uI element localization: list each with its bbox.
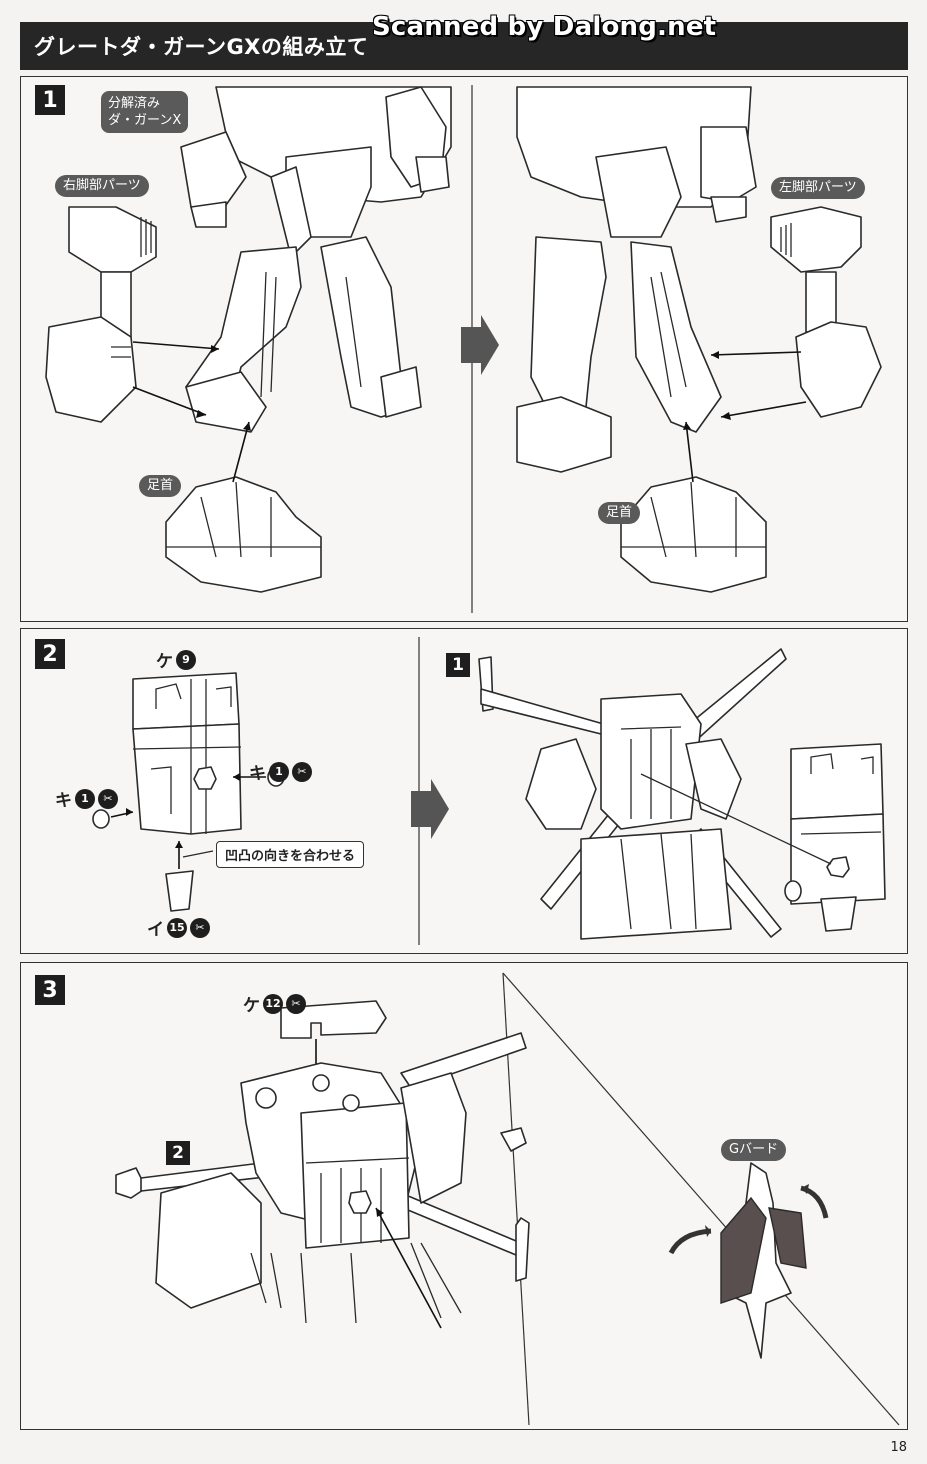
part-i15-number: 15	[167, 917, 187, 938]
part-ki1-left-number: 1	[75, 788, 95, 809]
part-ki1-right-number: 1	[269, 761, 289, 782]
page-number: 18	[890, 1440, 907, 1455]
right-robot-figure	[516, 86, 882, 593]
label-ankle-left: 足首	[139, 475, 182, 497]
part-ke9-number: 9	[176, 649, 196, 670]
step3-robot	[115, 1032, 530, 1329]
part-ke9-drawing	[92, 672, 285, 912]
step2-ref-step-badge: 1	[446, 653, 470, 677]
step3-illustration	[115, 972, 900, 1426]
step3-panel: 3	[20, 962, 908, 1430]
step2-number: 2	[35, 639, 65, 669]
page-title-bar: グレートダ・ガーンGXの組み立て	[20, 22, 908, 70]
left-robot-figure	[45, 86, 452, 593]
step1-panel: 1	[20, 76, 908, 622]
label-right-leg-parts: 右脚部パーツ	[55, 175, 149, 197]
part-ki1-left-kana: キ	[55, 791, 72, 811]
nipper-cut-icon: ✂	[286, 993, 306, 1014]
alignment-note: 凹凸の向きを合わせる	[216, 841, 365, 868]
part-ref-ki1-left: キ 1 ✂	[55, 786, 118, 811]
step1-illustration	[45, 85, 882, 613]
step3-ref-step-badge: 2	[166, 1141, 190, 1165]
label-ankle-right: 足首	[598, 502, 641, 524]
step2-panel: 2	[20, 628, 908, 954]
part-ref-ke12: ケ 12 ✂	[243, 991, 306, 1016]
label-gbird: Gバード	[721, 1139, 787, 1161]
part-ki1-right-kana: キ	[249, 764, 266, 784]
step2-illustration	[92, 637, 886, 945]
nipper-cut-icon: ✂	[190, 917, 210, 938]
label-left-leg-parts: 左脚部パーツ	[771, 177, 865, 199]
step3-number: 3	[35, 975, 65, 1005]
part-ke12-kana: ケ	[243, 996, 260, 1016]
part-ref-i15: イ 15 ✂	[147, 915, 210, 940]
gbird-figure	[668, 1162, 829, 1359]
nipper-cut-icon: ✂	[292, 761, 312, 782]
nipper-cut-icon: ✂	[98, 788, 118, 809]
part-ke12-number: 12	[263, 993, 283, 1014]
part-ref-ki1-right: キ 1 ✂	[249, 759, 312, 784]
part-i15-kana: イ	[147, 920, 164, 940]
step2-robot-wings	[478, 648, 886, 940]
scan-watermark: Scanned by Dalong.net	[372, 12, 717, 42]
label-disassembled-dagaan: 分解済み ダ・ガーンX	[101, 91, 189, 133]
page-title: グレートダ・ガーンGXの組み立て	[34, 35, 369, 59]
part-ref-ke9: ケ 9	[156, 647, 196, 672]
step1-number: 1	[35, 85, 65, 115]
part-ke9-kana: ケ	[156, 652, 173, 672]
